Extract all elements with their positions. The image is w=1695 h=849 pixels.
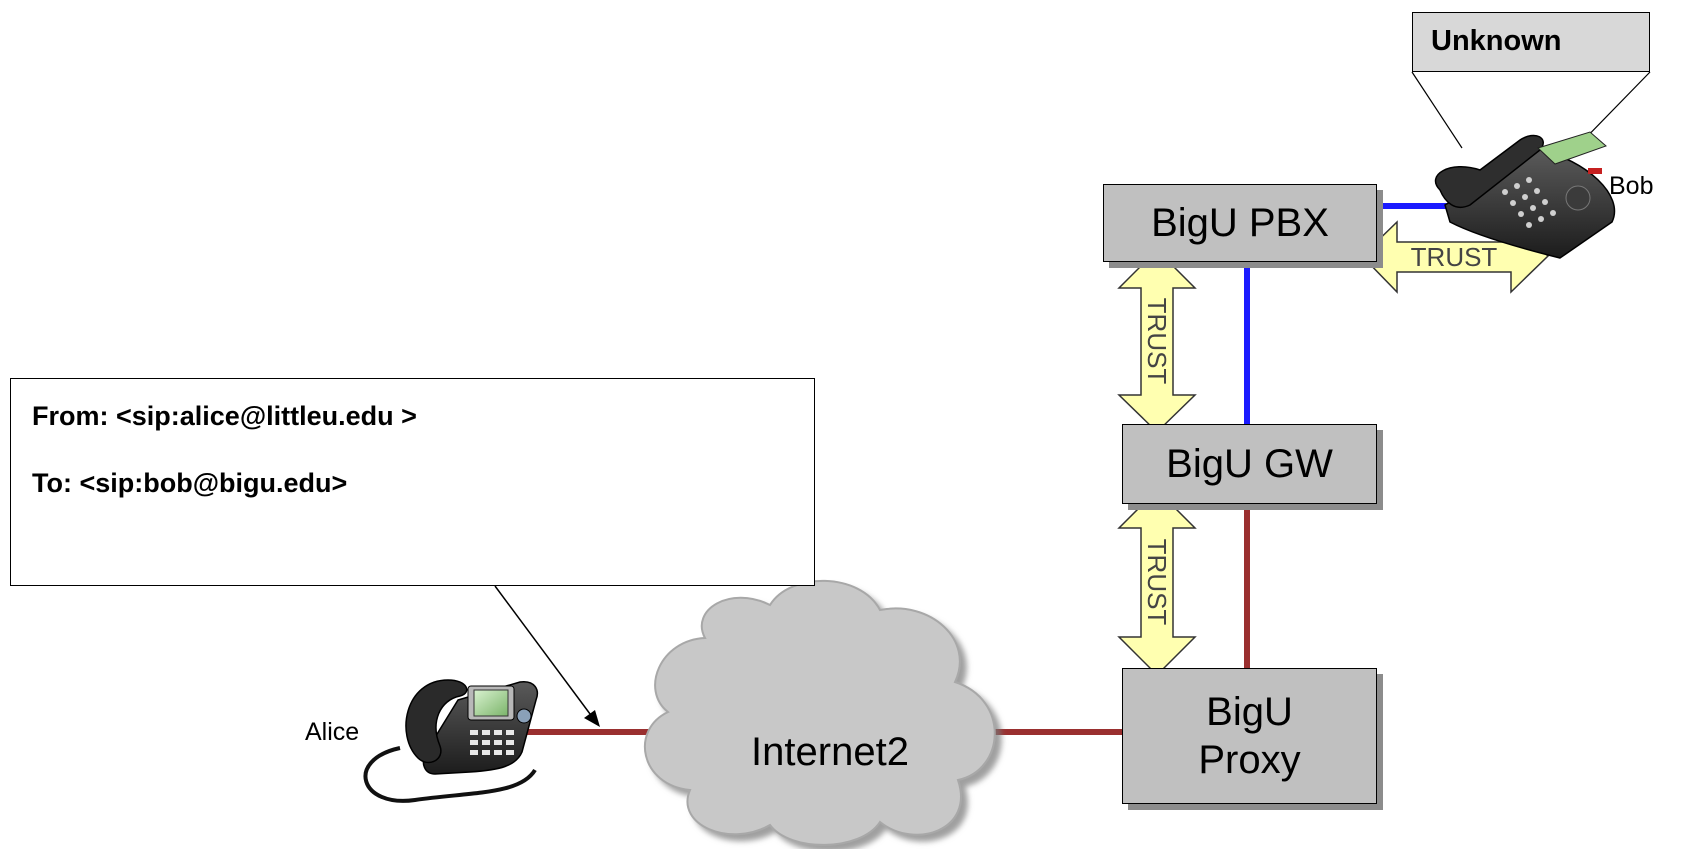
internet2-cloud-icon (644, 579, 996, 846)
sip-headers-callout: From: <sip:alice@littleu.edu > To: <sip:… (10, 378, 815, 586)
bob-label: Bob (1609, 172, 1654, 200)
bob-phone-icon (1434, 131, 1616, 259)
unknown-callout-pointer-left (1411, 71, 1463, 149)
bigu-proxy-node: BigU Proxy (1122, 668, 1377, 804)
bigu-pbx-node: BigU PBX (1103, 184, 1377, 262)
internet2-label: Internet2 (751, 730, 909, 774)
bigu-proxy-label-line1: BigU (1206, 690, 1293, 734)
headers-callout-pointer-arrowhead (584, 710, 600, 727)
alice-label: Alice (305, 718, 360, 746)
unknown-display-text: Unknown (1431, 25, 1562, 57)
signaling-link-lines (523, 504, 1250, 735)
headers-callout-pointer (494, 585, 597, 723)
to-header: To: <sip:bob@bigu.edu> (32, 468, 348, 498)
from-header: From: <sip:alice@littleu.edu > (32, 401, 417, 431)
alice-phone-icon (363, 679, 539, 803)
trust-label-gw-proxy: TRUST (1142, 538, 1172, 626)
unknown-display-callout: Unknown (1412, 12, 1650, 72)
bigu-pbx-label: BigU PBX (1151, 201, 1329, 245)
trust-label-pbx-bob: TRUST (1410, 242, 1498, 272)
bigu-proxy-label-line2: Proxy (1198, 738, 1301, 782)
bigu-gw-label: BigU GW (1166, 442, 1333, 486)
trust-label-pbx-gw: TRUST (1142, 297, 1172, 385)
trust-arrow-pbx-bob (1360, 220, 1550, 294)
bigu-gw-node: BigU GW (1122, 424, 1377, 504)
